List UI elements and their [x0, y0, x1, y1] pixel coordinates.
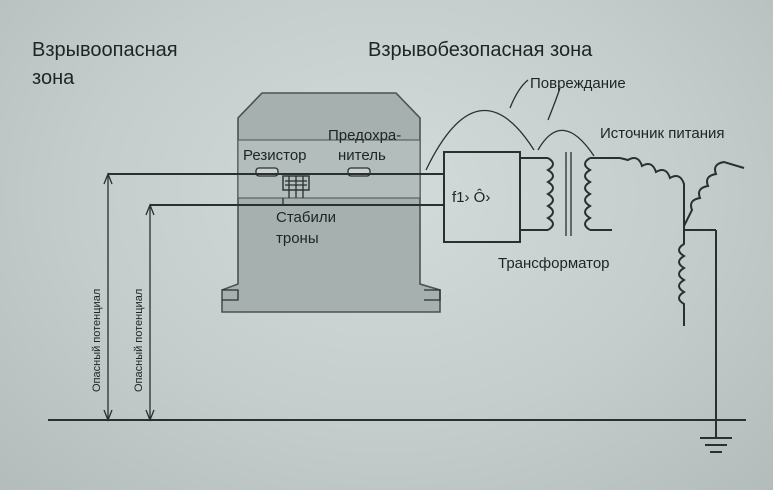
damage-label: Повреждание [530, 75, 626, 92]
potential-indicator-1 [103, 172, 113, 422]
damage-arrow-line [509, 79, 529, 109]
safe-zone-title: Взрывобезопасная зона [368, 39, 593, 61]
hazardous-zone-title-line2: зона [32, 67, 75, 89]
din-clip-right [424, 289, 441, 301]
potential-indicator-2 [145, 203, 155, 422]
damage-arc-small [537, 129, 595, 157]
din-clip-left [222, 289, 239, 301]
potential-label-2: Опасный потенциал [133, 289, 145, 392]
zener-label-line1: Стабили [276, 209, 336, 226]
damage-arrow-line-2 [547, 87, 561, 121]
power-source-label: Источник питания [600, 125, 725, 142]
ground-icon [700, 420, 732, 453]
damage-arc-large [425, 109, 535, 171]
zener-diodes [282, 175, 310, 198]
transformer [520, 152, 620, 236]
resistor-label: Резистор [243, 147, 307, 164]
fault-box-label: f1› Ô› [452, 189, 490, 206]
potential-label-1: Опасный потенциал [91, 289, 103, 392]
barrier-housing [221, 92, 441, 313]
fault-box [443, 151, 521, 243]
fuse-label-line2: нитель [338, 147, 386, 164]
fuse-label-line1: Предохра- [328, 127, 401, 144]
power-source-coils [619, 157, 745, 420]
transformer-label: Трансформатор [498, 255, 610, 272]
zener-label-line2: троны [276, 230, 319, 247]
hazardous-zone-title-line1: Взрывоопасная [32, 39, 178, 61]
